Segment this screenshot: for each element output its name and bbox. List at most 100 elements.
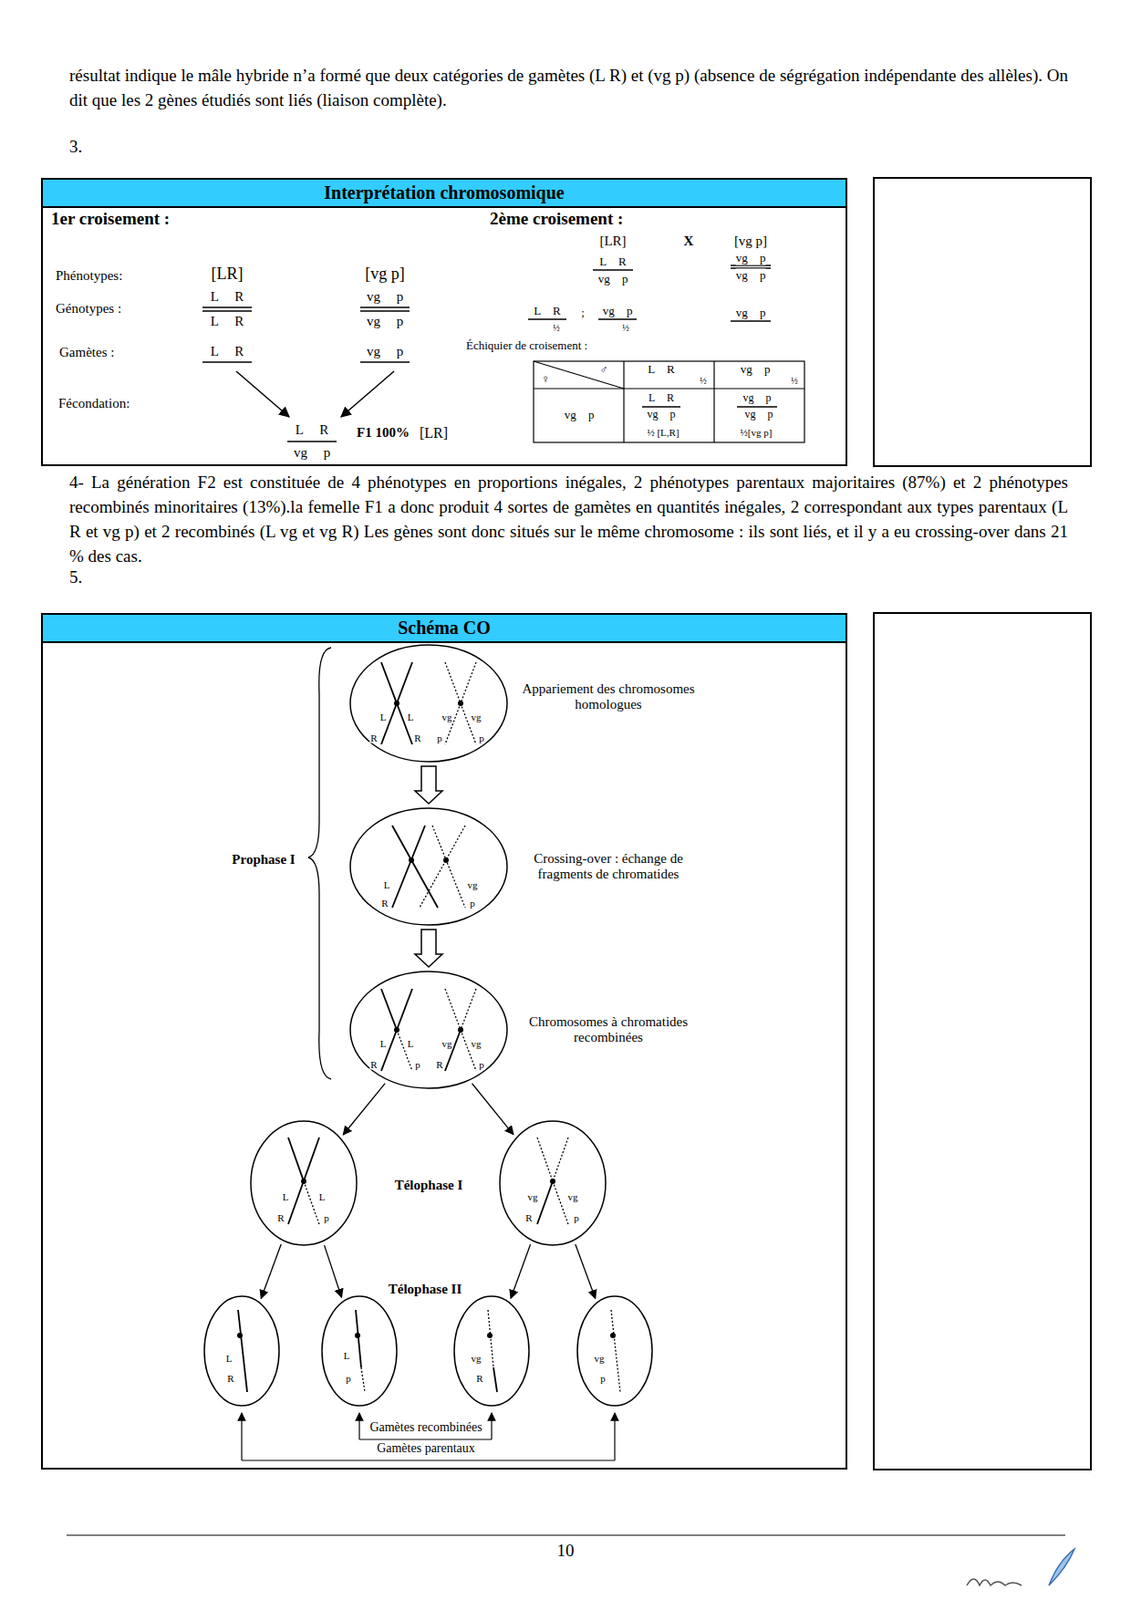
punnett-grid: [533, 361, 624, 389]
phenotype: [LR]: [599, 233, 626, 250]
page-number: 10: [557, 1540, 575, 1561]
allele-letter: R: [435, 1059, 444, 1070]
table-cell: L R: [647, 363, 675, 377]
chromatid: [396, 1029, 413, 1071]
allele-letter: L: [406, 712, 416, 723]
division-arrow: [260, 1244, 281, 1298]
cell-membrane: [577, 1296, 653, 1406]
allele-letter: p: [572, 1213, 581, 1224]
allele-letter: p: [468, 898, 477, 909]
allele-letter: R: [475, 1373, 484, 1384]
footer-rule: [66, 1535, 1066, 1536]
sex-symbol: ♀: [540, 373, 550, 387]
signature-feather: [1048, 1548, 1075, 1586]
cell-outline: [349, 643, 509, 763]
allele-pair: L R: [210, 289, 244, 305]
cross-heading: 2ème croisement :: [489, 208, 623, 229]
division-arrow: [510, 1244, 531, 1298]
cell-circle: LLRp: [249, 1120, 358, 1246]
cell-outline: [249, 1120, 358, 1246]
phenotype: [LR]: [419, 425, 448, 442]
cell-circle: LLvgvgRpRp: [349, 970, 509, 1090]
gamete-circle: vg p: [576, 1295, 654, 1407]
allele-letter: L: [379, 1038, 388, 1049]
chromatid: [460, 988, 477, 1030]
centromere: [394, 1027, 400, 1033]
cell-outline: [349, 807, 509, 926]
allele-letter: p: [344, 1373, 353, 1384]
cross-heading: 1er croisement :: [51, 208, 170, 229]
table-cell: vg p: [740, 363, 771, 377]
chromatid: [381, 662, 413, 745]
allele-letter: L: [225, 1353, 234, 1364]
table-cell: vg p: [564, 408, 595, 423]
row-label: Génotypes :: [55, 300, 122, 317]
chromatid: [381, 988, 413, 1071]
allele-letter: R: [276, 1213, 285, 1224]
section-panel: Schéma COLLvgvgRRppLvgRpLLvgvgRpRpLLRpvg…: [41, 612, 848, 1470]
gamete-bracket: [358, 1412, 360, 1440]
chromosome-bar: [592, 269, 633, 270]
allele-letter: vg: [567, 1192, 580, 1203]
gamete-circle: vgR: [453, 1295, 530, 1407]
chromosome-bar: [202, 265, 778, 442]
question-number: 3.: [69, 136, 83, 157]
offspring-result: F1 100%: [356, 425, 410, 441]
gamete-bracket: [241, 1459, 615, 1461]
allele-pair: vg p: [736, 269, 767, 283]
centromere: [457, 700, 464, 706]
cell-circle: LLvgvgRRpp: [349, 643, 509, 763]
gamete-bracket: [359, 1438, 492, 1440]
empty-answer-box: [873, 177, 1091, 1470]
row-label: Gamètes :: [59, 344, 115, 361]
chromatid: [381, 662, 413, 745]
gamete-type: Gamètes parentaux: [376, 1441, 476, 1456]
allele-pair: vg p: [366, 343, 404, 360]
phenotype: [LR]: [211, 264, 244, 284]
frequency: ½: [699, 375, 707, 387]
centromere: [610, 1332, 616, 1339]
allele-letter: R: [226, 1373, 235, 1384]
table-cell: ½[vg p]: [740, 426, 773, 439]
chromatid: [445, 662, 477, 745]
stage-name: Télophase II: [388, 1281, 462, 1298]
chromatid: [419, 825, 466, 908]
cell-outline: [576, 1295, 654, 1407]
sex-symbol: ♂: [600, 363, 609, 377]
cell-outline: [203, 1295, 281, 1407]
centromere: [443, 857, 449, 863]
phenotype: [vg p]: [364, 264, 405, 284]
chromatid: [288, 1137, 304, 1182]
chromosome-bar: [360, 310, 410, 312]
chromosome-bar: [202, 361, 252, 363]
row-label: Fécondation:: [58, 395, 130, 412]
chromosome-bar: [360, 361, 410, 363]
chromatid: [552, 1181, 569, 1225]
chromatid: [361, 1367, 365, 1392]
table-title: Échiquier de croisement :: [466, 339, 588, 353]
chromosome-bar: [730, 320, 771, 322]
allele-letter: vg: [593, 1353, 606, 1364]
gamete-circle: Lp: [321, 1295, 398, 1407]
signature-feather: [966, 1578, 1022, 1586]
cell-membrane: [350, 971, 508, 1089]
chromatid: [392, 825, 426, 908]
chromatid: [537, 1137, 553, 1182]
table-cell: vg p: [745, 408, 774, 422]
allele-pair: L R: [599, 255, 626, 270]
chromosome-bar: [642, 405, 681, 407]
chromatid: [303, 1181, 320, 1225]
paragraph-text: résultat indique le mâle hybride n’a for…: [69, 63, 1069, 114]
stage-name: Télophase I: [394, 1177, 464, 1194]
allele-letter: L: [342, 1350, 352, 1361]
division-arrow: [342, 1083, 385, 1135]
punnett-grid: [533, 361, 805, 443]
division-arrow: [472, 1083, 514, 1135]
chromosome-bar: [202, 310, 252, 312]
stage-caption: Chromosomes à chromatides recombinées: [521, 1014, 696, 1047]
chromosome-bar: [287, 440, 337, 442]
signature-feather: [966, 1548, 1075, 1586]
gamete: vg p: [602, 304, 633, 319]
allele-letter: p: [599, 1373, 607, 1384]
